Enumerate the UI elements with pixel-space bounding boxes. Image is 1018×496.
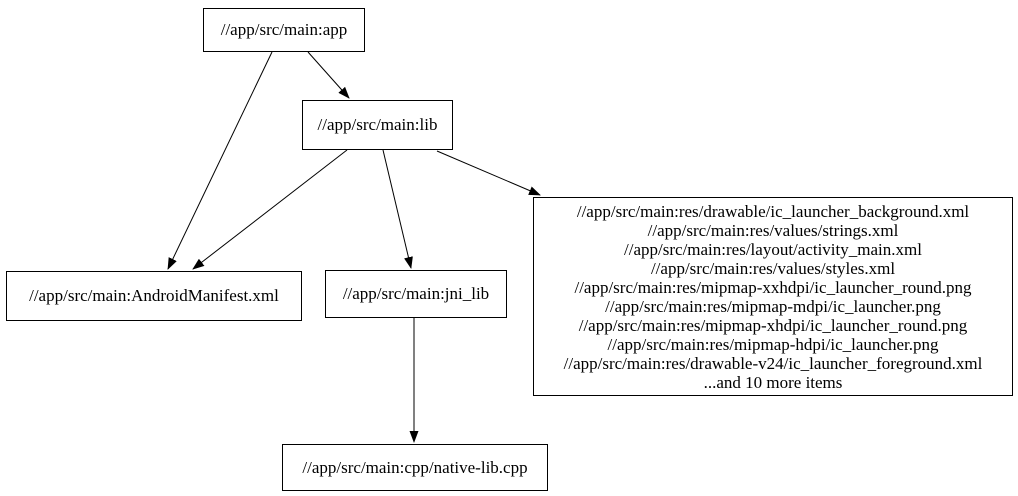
node-nativelib-label: //app/src/main:cpp/native-lib.cpp (302, 457, 528, 477)
edge-lib-to-jnilib (382, 149, 413, 269)
node-app: //app/src/main:app (203, 8, 365, 52)
node-androidmanifest-label: //app/src/main:AndroidManifest.xml (29, 286, 279, 305)
node-resources-line: //app/src/main:res/drawable-v24/ic_launc… (563, 353, 983, 373)
node-lib-label: //app/src/main:lib (317, 115, 438, 134)
node-resources: //app/src/main:res/drawable/ic_launcher_… (533, 197, 1013, 396)
node-resources-line: //app/src/main:res/drawable/ic_launcher_… (576, 201, 970, 221)
node-lib: //app/src/main:lib (302, 100, 453, 150)
node-resources-line: ...and 10 more items (703, 372, 843, 392)
node-resources-line: //app/src/main:res/mipmap-mdpi/ic_launch… (605, 296, 941, 316)
node-androidmanifest: //app/src/main:AndroidManifest.xml (6, 271, 302, 321)
node-resources-line: //app/src/main:res/mipmap-xhdpi/ic_launc… (578, 315, 968, 335)
node-jnilib-label: //app/src/main:jni_lib (342, 284, 490, 303)
edge-app-to-androidmanifest (167, 51, 273, 270)
node-resources-line: //app/src/main:res/values/styles.xml (650, 258, 896, 278)
node-jnilib: //app/src/main:jni_lib (325, 270, 507, 318)
node-app-label: //app/src/main:app (220, 20, 348, 39)
node-resources-line: //app/src/main:res/mipmap-xxhdpi/ic_laun… (574, 277, 972, 297)
node-resources-line: //app/src/main:res/mipmap-hdpi/ic_launch… (607, 334, 939, 354)
edge-app-to-lib (307, 51, 350, 99)
edge-lib-to-resources (436, 150, 541, 196)
node-resources-line: //app/src/main:res/layout/activity_main.… (624, 239, 922, 259)
edge-lib-to-androidmanifest (192, 149, 348, 270)
node-nativelib: //app/src/main:cpp/native-lib.cpp (282, 444, 548, 491)
node-resources-line: //app/src/main:res/values/strings.xml (647, 220, 899, 240)
